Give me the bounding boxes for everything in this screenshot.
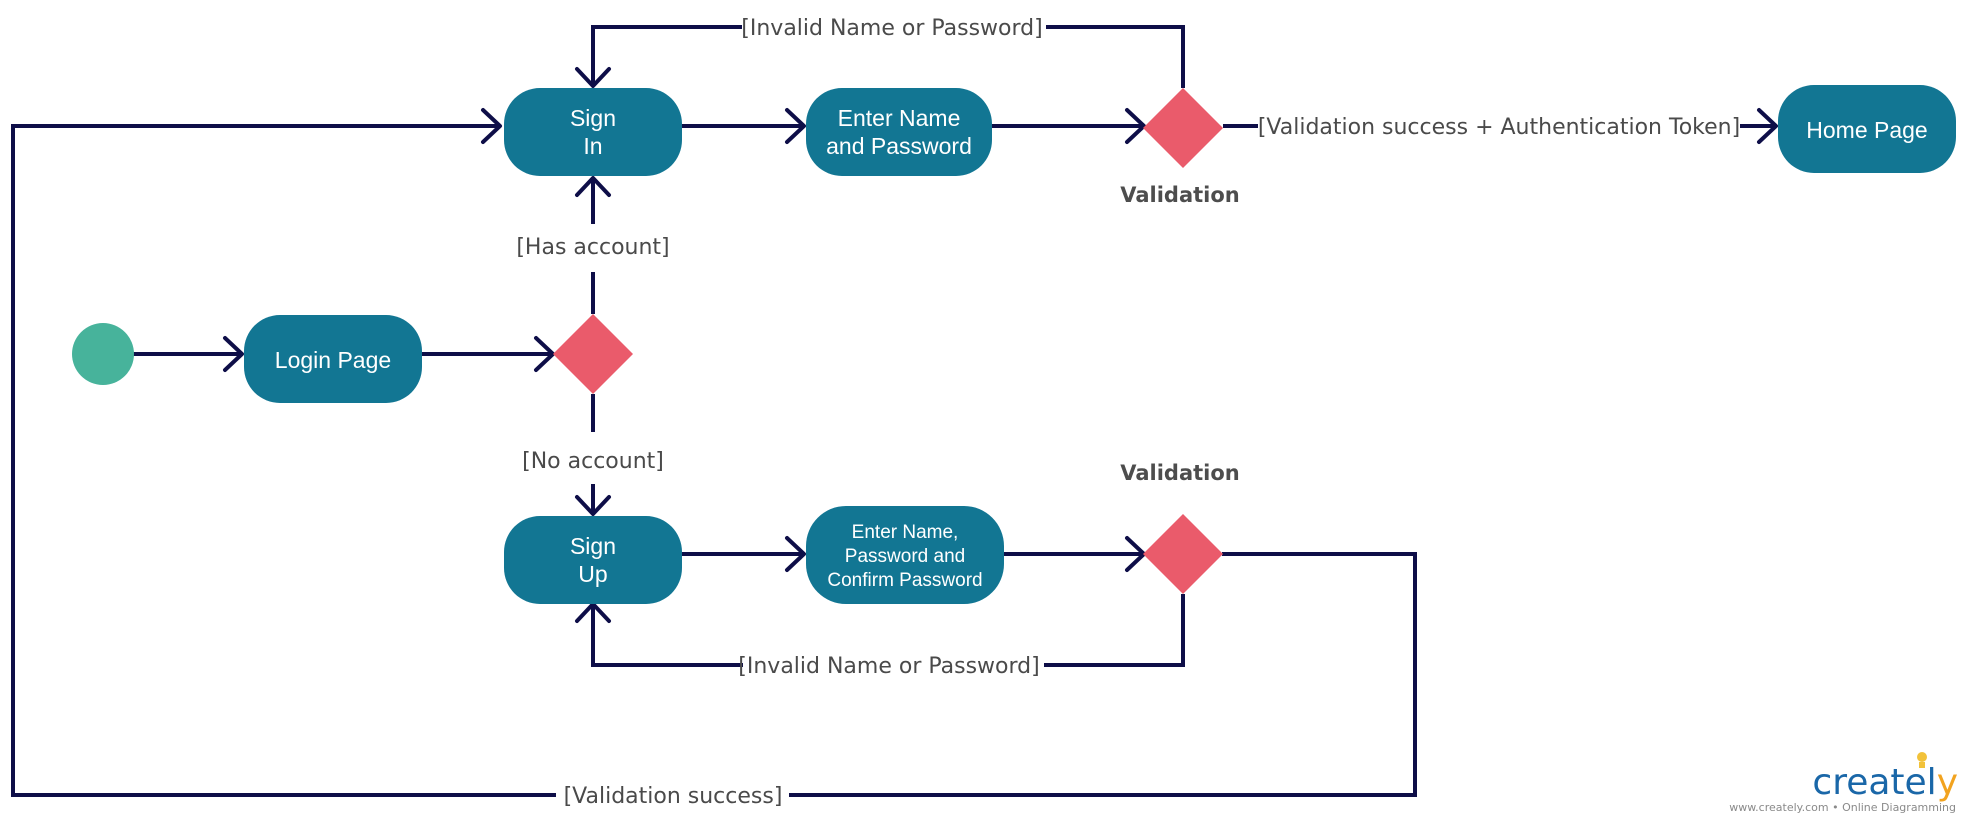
creately-logo: creately www.creately.com • Online Diagr… [1729, 752, 1958, 814]
confirm-label-line2: Password and [845, 546, 965, 567]
arrowhead-signin-bottom [575, 176, 611, 197]
arrowhead-enter [785, 108, 806, 144]
lightbulb-icon [1917, 752, 1927, 762]
sign-up-label-line1: Sign [570, 533, 616, 559]
home-page-label: Home Page [1806, 117, 1927, 143]
arrowhead-signin-top [575, 67, 611, 88]
enter-name-password-node: Enter Name and Password [806, 88, 992, 176]
validation-decision-top [1143, 88, 1223, 168]
guard-has-account: [Has account] [516, 235, 669, 260]
enter-name-label-line2: and Password [826, 133, 972, 159]
svg-text:creately: creately [1812, 762, 1958, 803]
login-page-node: Login Page [244, 315, 422, 403]
sign-up-label-line2: Up [578, 561, 607, 587]
confirm-password-node: Enter Name, Password and Confirm Passwor… [806, 506, 1004, 604]
logo-main-text: createl [1812, 762, 1936, 803]
validation-label-top: Validation [1120, 183, 1240, 207]
edge-invalid-top-loop [591, 25, 1185, 88]
sign-in-node: Sign In [504, 88, 682, 176]
arrowhead-home [1757, 108, 1778, 144]
edge-validation-success-loop [11, 124, 1417, 797]
confirm-label-line3: Confirm Password [827, 570, 982, 591]
sign-in-label-line2: In [583, 133, 602, 159]
logo-tagline: www.creately.com • Online Diagramming [1729, 801, 1956, 814]
guard-no-account: [No account] [522, 449, 664, 474]
validation-label-bottom: Validation [1120, 461, 1240, 485]
sign-in-label-line1: Sign [570, 105, 616, 131]
arrowhead-confirm [785, 536, 806, 572]
login-page-label: Login Page [275, 347, 391, 373]
confirm-label-line1: Enter Name, [852, 522, 959, 543]
sign-up-node: Sign Up [504, 516, 682, 604]
edge-invalid-bottom-loop [591, 594, 1185, 667]
account-decision-node [553, 314, 633, 394]
home-page-node: Home Page [1778, 85, 1956, 173]
guard-invalid-bottom: [Invalid Name or Password] [738, 654, 1039, 679]
guard-invalid-top: [Invalid Name or Password] [741, 16, 1042, 41]
arrowhead-validation-top [1125, 108, 1146, 144]
guard-validation-success: [Validation success] [564, 784, 783, 809]
validation-decision-bottom [1143, 514, 1223, 594]
arrowhead-signup-top [575, 495, 611, 516]
arrowhead-signin-left [481, 108, 502, 144]
enter-name-label-line1: Enter Name [838, 105, 961, 131]
arrowhead-login [223, 336, 244, 372]
guard-validation-token: [Validation success + Authentication Tok… [1258, 115, 1740, 140]
start-node [72, 323, 134, 385]
logo-tail-text: y [1937, 762, 1958, 803]
